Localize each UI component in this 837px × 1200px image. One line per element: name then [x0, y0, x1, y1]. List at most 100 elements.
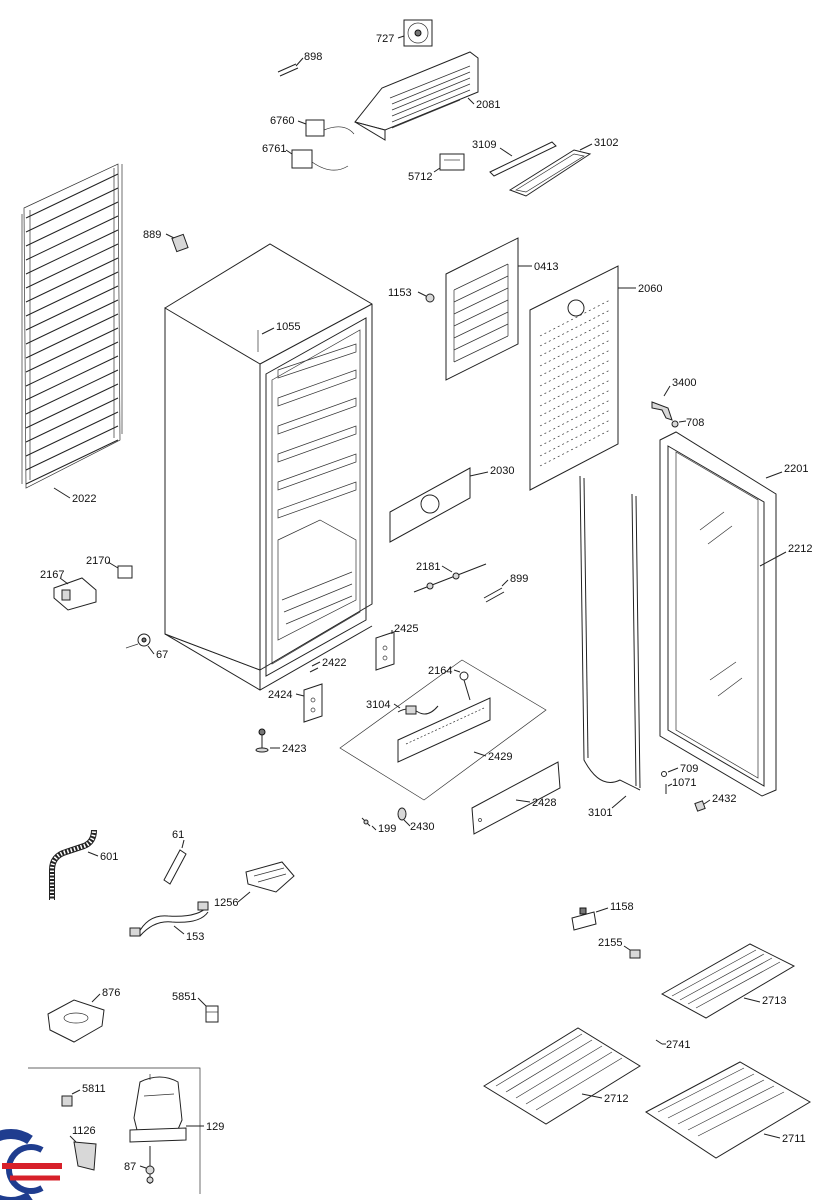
label-87: 87 [124, 1161, 136, 1173]
part-2712-shelf[interactable]: 2712 [483, 1027, 641, 1125]
label-899: 899 [510, 573, 528, 585]
part-2170-switch[interactable]: 2170 [86, 555, 133, 579]
label-2423: 2423 [282, 743, 306, 755]
part-2081-cover[interactable]: 2081 [354, 51, 500, 141]
label-0413: 0413 [534, 261, 558, 273]
label-2430: 2430 [410, 821, 434, 833]
part-889-knob[interactable]: 889 [143, 229, 189, 253]
part-6761-relay[interactable]: 6761 [262, 143, 349, 171]
part-1071-screw[interactable]: 1071 [665, 777, 696, 794]
part-5811-relay[interactable]: 5811 [61, 1083, 106, 1107]
part-2422-pin[interactable]: 2422 [309, 657, 346, 673]
part-1256-tray[interactable]: 1256 [214, 861, 295, 909]
part-6760-relay[interactable]: 6760 [270, 115, 355, 137]
part-2155-cover[interactable]: 2155 [598, 937, 641, 959]
label-889: 889 [143, 229, 161, 241]
part-899-clip[interactable]: 899 [483, 573, 528, 603]
part-2060-panel[interactable]: 2060 [529, 265, 662, 491]
part-2429-tray[interactable]: 2429 [339, 659, 547, 801]
label-709: 709 [680, 763, 698, 775]
part-2181-shaft[interactable]: 2181 [413, 561, 487, 593]
label-2060: 2060 [638, 283, 662, 295]
label-153: 153 [186, 931, 204, 943]
label-5712: 5712 [408, 171, 432, 183]
part-2430-cap[interactable]: 2430 [397, 807, 434, 833]
part-2164-sensor[interactable]: 2164 [428, 665, 471, 701]
label-2712: 2712 [604, 1093, 628, 1105]
part-2424-hinge[interactable]: 2424 [268, 683, 323, 723]
brand-logo-icon [0, 1129, 62, 1200]
label-2155: 2155 [598, 937, 622, 949]
part-2741-clip[interactable]: 2741 [655, 1039, 690, 1051]
label-1071: 1071 [672, 777, 696, 789]
compressor-group [28, 1067, 201, 1194]
part-2030-plate[interactable]: 2030 [389, 465, 514, 543]
label-2428: 2428 [532, 797, 556, 809]
label-5851: 5851 [172, 991, 196, 1003]
part-1126-bracket[interactable]: 1126 [69, 1125, 97, 1171]
label-2181: 2181 [416, 561, 440, 573]
label-876: 876 [102, 987, 120, 999]
part-727-fan[interactable]: 727 [376, 19, 433, 47]
part-2167-box[interactable]: 2167 [40, 569, 97, 611]
part-129-compressor[interactable]: 129 [129, 1074, 224, 1143]
part-67-roller[interactable]: 67 [125, 633, 168, 661]
part-898-clip[interactable]: 898 [277, 51, 322, 77]
part-87-grommet[interactable]: 87 [124, 1146, 155, 1184]
label-2422: 2422 [322, 657, 346, 669]
cabinet-body[interactable]: 1055 [164, 243, 373, 691]
label-2711: 2711 [782, 1133, 806, 1145]
part-61-sensor-tube[interactable]: 61 [163, 829, 187, 885]
label-61: 61 [172, 829, 184, 841]
part-0413-evaporator[interactable]: 0413 [445, 237, 558, 381]
label-2425: 2425 [394, 623, 418, 635]
label-6761: 6761 [262, 143, 286, 155]
part-2711-shelf[interactable]: 2711 [645, 1061, 811, 1159]
part-3102-gasket[interactable]: 3102 [508, 137, 618, 197]
label-2164: 2164 [428, 665, 452, 677]
label-3104: 3104 [366, 699, 390, 711]
label-3102: 3102 [594, 137, 618, 149]
part-199-screw[interactable]: 199 [361, 817, 396, 835]
label-2201: 2201 [784, 463, 808, 475]
part-1158-switch[interactable]: 1158 [571, 901, 634, 931]
part-2432-block[interactable]: 2432 [694, 793, 737, 812]
part-709-washer[interactable]: 709 [661, 763, 699, 777]
part-2022-condenser[interactable]: 2022 [21, 163, 123, 505]
part-2713-shelf[interactable]: 2713 [660, 943, 796, 1019]
label-727: 727 [376, 33, 394, 45]
part-708-bush[interactable]: 708 [671, 417, 704, 429]
label-1158: 1158 [610, 901, 634, 913]
part-1153-plug[interactable]: 1153 [388, 287, 435, 303]
part-3104-heater[interactable]: 3104 [366, 699, 439, 715]
part-3109-strip[interactable]: 3109 [472, 139, 557, 177]
part-2212-glass[interactable]: 2212 [699, 511, 812, 697]
part-5712-module[interactable]: 5712 [408, 153, 465, 183]
label-3400: 3400 [672, 377, 696, 389]
label-1055: 1055 [276, 321, 300, 333]
part-601-hose[interactable]: 601 [49, 829, 118, 900]
part-2201-door-frame[interactable]: 2201 [659, 431, 808, 797]
label-2432: 2432 [712, 793, 736, 805]
label-2170: 2170 [86, 555, 110, 567]
label-601: 601 [100, 851, 118, 863]
label-1126: 1126 [72, 1125, 96, 1137]
label-2741: 2741 [666, 1039, 690, 1051]
part-2428-plate[interactable]: 2428 [471, 761, 561, 835]
label-2212: 2212 [788, 543, 812, 555]
label-6760: 6760 [270, 115, 294, 127]
label-199: 199 [378, 823, 396, 835]
part-153-power-cord[interactable]: 153 [129, 901, 209, 943]
label-3109: 3109 [472, 139, 496, 151]
label-898: 898 [304, 51, 322, 63]
part-5851-capacitor[interactable]: 5851 [172, 991, 219, 1023]
part-3400-hinge[interactable]: 3400 [651, 377, 696, 421]
label-2167: 2167 [40, 569, 64, 581]
label-3101: 3101 [588, 807, 612, 819]
part-876-drip-tray[interactable]: 876 [47, 987, 120, 1043]
part-2423-foot[interactable]: 2423 [255, 728, 306, 755]
part-2425-hinge[interactable]: 2425 [375, 623, 418, 671]
part-3101-heater[interactable]: 3101 [579, 475, 641, 819]
label-2081: 2081 [476, 99, 500, 111]
